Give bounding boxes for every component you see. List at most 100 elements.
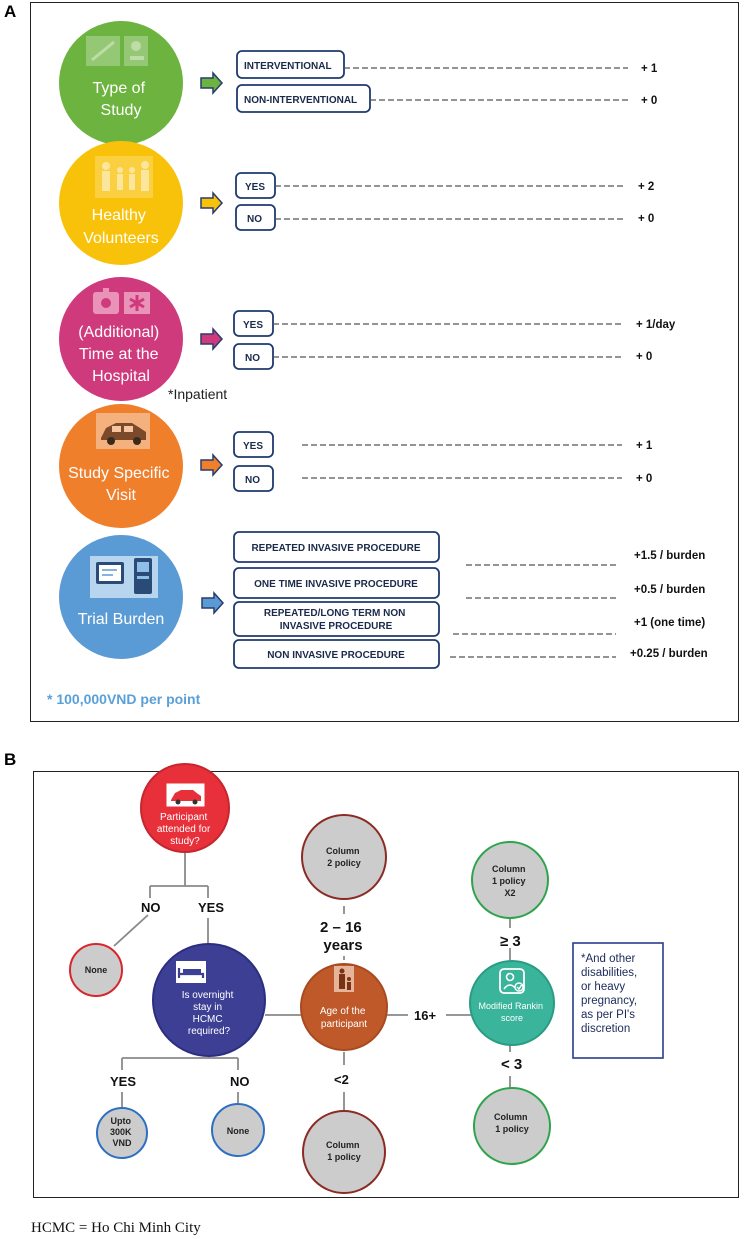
node-label-line: score xyxy=(501,1013,523,1023)
category-label: Type of Study xyxy=(93,80,150,119)
option-label: YES xyxy=(243,441,263,452)
option-score: + 0 xyxy=(636,351,652,363)
edge-label-line: 2 – 16 xyxy=(320,919,362,936)
category-label: (Additional) Time at the Hospital xyxy=(78,324,163,385)
edge-label-16-plus: 16+ xyxy=(414,1008,436,1023)
car-icon xyxy=(166,783,205,807)
category-label-line: Healthy xyxy=(92,207,146,224)
node-label-line: 2 policy xyxy=(327,858,361,868)
side-note-line: as per PI's xyxy=(581,1009,635,1021)
category-label-line: (Additional) xyxy=(78,324,159,341)
node-label: Upto 300K VND xyxy=(110,1116,134,1148)
node-label-line: 1 policy xyxy=(327,1152,361,1162)
node-label: Column 1 policy X2 xyxy=(492,864,528,898)
option-label: REPEATED/LONG TERM NON INVASIVE PROCEDUR… xyxy=(264,608,408,632)
node-label: Column 1 policy xyxy=(494,1112,530,1134)
option-box: YES xyxy=(233,431,274,458)
edge-label-no: NO xyxy=(230,1074,250,1089)
abbreviation-note: HCMC = Ho Chi Minh City xyxy=(31,1220,201,1236)
category-label-line: Time at the xyxy=(79,346,159,363)
option-score: + 2 xyxy=(638,181,654,193)
node-label-line: Modified Rankin xyxy=(478,1001,543,1011)
option-score: + 1 xyxy=(641,63,658,75)
category-circle xyxy=(59,404,183,528)
option-score: +0.25 / burden xyxy=(630,648,708,660)
node-column-1-policy-age: Column 1 policy xyxy=(302,1110,386,1194)
option-label: REPEATED INVASIVE PROCEDURE xyxy=(251,543,420,554)
option-label: NON INVASIVE PROCEDURE xyxy=(267,650,405,661)
category-label-line: Study xyxy=(101,102,142,119)
category-circle xyxy=(59,141,183,265)
category-label: Trial Burden xyxy=(78,611,165,628)
category-label: Healthy Volunteers xyxy=(83,207,159,247)
category-label-line: Type of xyxy=(93,80,146,97)
edge-label-line: years xyxy=(323,937,362,954)
option-box: NO xyxy=(235,204,276,231)
edge-label-ge-3: ≥ 3 xyxy=(500,933,521,950)
node-label: Column 1 policy xyxy=(326,1140,362,1162)
side-note-line: disabilities, xyxy=(581,967,637,979)
node-label-line: study? xyxy=(170,836,200,847)
category-label-line: Hospital xyxy=(92,368,150,385)
node-label-line: HCMC xyxy=(193,1014,223,1025)
node-label-line: Age of the xyxy=(320,1006,366,1017)
inpatient-note: *Inpatient xyxy=(168,386,227,402)
option-label-line: REPEATED INVASIVE PROCEDURE xyxy=(251,543,420,554)
edge-label-under-2: <2 xyxy=(334,1072,349,1087)
edge-label-no: NO xyxy=(141,900,161,915)
side-note-box: *And other disabilities, or heavy pregna… xyxy=(572,942,664,1059)
category-type-of-study: Type of Study INTERVENTIONAL + 1 NON-INT… xyxy=(59,21,658,145)
node-label: Age of the participant xyxy=(320,1006,368,1030)
option-label: NON-INTERVENTIONAL xyxy=(244,95,357,106)
option-box: INTERVENTIONAL xyxy=(236,50,345,79)
node-label-line: VND xyxy=(112,1138,132,1148)
node-label-line: 1 policy xyxy=(495,1124,529,1134)
points-footnote: * 100,000VND per point xyxy=(47,691,201,707)
node-label: Is overnight stay in HCMC required? xyxy=(182,990,236,1037)
option-score: +1.5 / burden xyxy=(634,550,705,562)
tablet-device-icon xyxy=(90,556,158,598)
panel-a: Type of Study INTERVENTIONAL + 1 NON-INT… xyxy=(47,21,708,707)
node-label-line: X2 xyxy=(504,888,515,898)
edge-label-yes: YES xyxy=(110,1074,136,1089)
node-none-right: None xyxy=(211,1103,265,1157)
option-score: +0.5 / burden xyxy=(634,584,705,596)
option-score: +1 (one time) xyxy=(634,617,705,629)
panel-b-label: B xyxy=(4,750,17,769)
node-label-line: 1 policy xyxy=(492,876,526,886)
panel-a-label: A xyxy=(4,2,17,21)
parent-child-icon xyxy=(334,966,354,992)
node-label-line: Is overnight xyxy=(182,990,234,1001)
category-label-line: Visit xyxy=(106,487,136,504)
option-label: NO xyxy=(245,353,260,364)
option-score: + 0 xyxy=(641,95,657,107)
arrow-icon xyxy=(200,327,224,351)
node-label-line: Column xyxy=(494,1112,528,1122)
node-modified-rankin: Modified Rankin score xyxy=(469,960,555,1046)
option-label: ONE TIME INVASIVE PROCEDURE xyxy=(254,579,418,590)
node-label-line: participant xyxy=(321,1019,367,1030)
edge-label-lt-3: < 3 xyxy=(501,1056,522,1073)
option-box: NON-INTERVENTIONAL xyxy=(236,84,371,113)
arrow-icon xyxy=(200,71,224,95)
option-box: NO xyxy=(233,465,274,492)
node-age-of-participant: Age of the participant xyxy=(300,963,388,1051)
side-note-line: or heavy xyxy=(581,981,625,993)
option-label-line: INVASIVE PROCEDURE xyxy=(280,621,393,632)
option-box: REPEATED/LONG TERM NON INVASIVE PROCEDUR… xyxy=(233,601,440,637)
side-note-line: pregnancy, xyxy=(581,995,637,1007)
category-trial-burden: Trial Burden REPEATED INVASIVE PROCEDURE… xyxy=(59,531,708,669)
option-box: ONE TIME INVASIVE PROCEDURE xyxy=(233,567,440,599)
node-label-line: Participant xyxy=(160,812,207,823)
option-score: + 1 xyxy=(636,440,653,452)
node-label-line: 300K xyxy=(110,1127,132,1137)
node-label-line: Upto xyxy=(110,1116,131,1126)
node-label-line: Column xyxy=(492,864,526,874)
side-note-line: discretion xyxy=(581,1023,630,1035)
category-label-line: Study Specific xyxy=(68,465,169,482)
syringe-microscope-icon xyxy=(86,36,148,66)
node-label-line: attended for xyxy=(157,824,211,835)
node-column-2-policy: Column 2 policy xyxy=(301,814,387,900)
node-none-left: None xyxy=(69,943,123,997)
